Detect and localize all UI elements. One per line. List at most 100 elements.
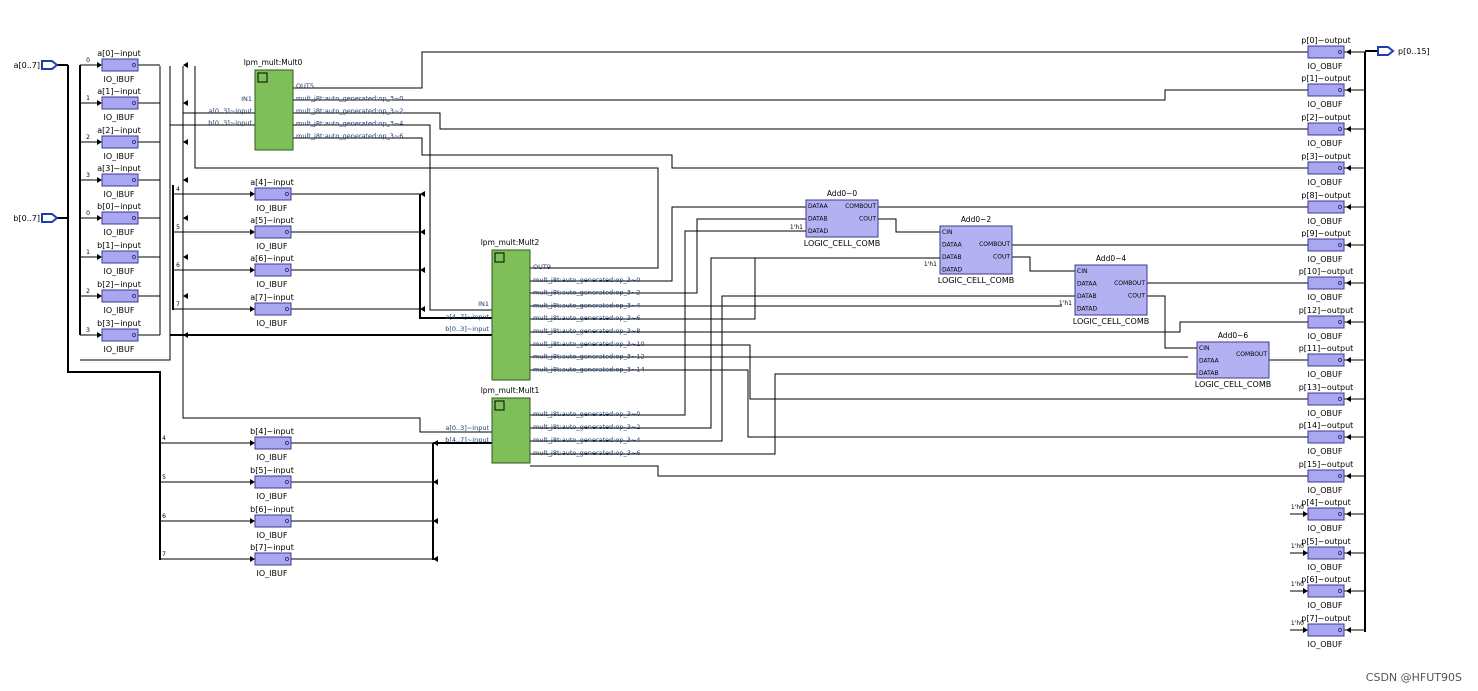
mult2-in-label: IN1 <box>478 300 489 308</box>
wire-arrow <box>97 139 102 145</box>
ibuf-left-7 <box>101 328 139 342</box>
ibuf-mid-b-3-out-pin <box>284 556 290 562</box>
obuf-4 <box>1307 200 1345 214</box>
obuf-7-out-pin <box>1337 319 1343 325</box>
mult0-grid-icon <box>257 72 268 83</box>
adder-0-type: LOGIC_CELL_COMB <box>804 239 880 248</box>
obuf-10-title: p[14]~output <box>1299 421 1354 430</box>
ibuf-mid-a-0-out-pin <box>284 191 290 197</box>
wire-arrow <box>1346 434 1351 440</box>
wire-arrow <box>420 306 425 312</box>
bus-bit-left-0: 0 <box>86 57 90 64</box>
const-zero-14: 1'h0 <box>1291 581 1304 588</box>
mult0-output-2: mult_j8t:auto_generated:op_3~2 <box>296 107 403 115</box>
adder-2-in-1: DATAA <box>1077 281 1098 288</box>
ibuf-mid-a-1-type: IO_IBUF <box>257 242 288 251</box>
adder-3-title: Add0~6 <box>1218 331 1249 340</box>
wire-arrow <box>433 556 438 562</box>
adder-2-out-0: COMBOUT <box>1114 280 1145 287</box>
port-a-input-label: a[0..7] <box>14 61 40 70</box>
ibuf-left-5-title: b[1]~input <box>97 241 141 250</box>
wire <box>293 124 492 311</box>
wire-arrow <box>97 215 102 221</box>
adder-3-in-1: DATAA <box>1199 358 1220 365</box>
adder-2-out-1: COUT <box>1128 293 1145 300</box>
adder-1-in-2: DATAB <box>942 254 962 261</box>
obuf-12-title: p[4]~output <box>1301 498 1351 507</box>
adder-1-title: Add0~2 <box>961 215 992 224</box>
ibuf-mid-b-2 <box>254 514 292 528</box>
wire <box>194 66 659 269</box>
obuf-8-out-pin <box>1337 357 1343 363</box>
ibuf-left-6-out-pin <box>131 293 137 299</box>
adder-0-in-0: DATAA <box>808 203 829 210</box>
obuf-1-title: p[1]~output <box>1301 74 1351 83</box>
obuf-11-out-pin <box>1337 473 1343 479</box>
ibuf-left-6 <box>101 289 139 303</box>
wire <box>293 89 1308 101</box>
wire-arrow <box>1303 588 1308 594</box>
ibuf-mid-a-3-type: IO_IBUF <box>257 319 288 328</box>
mult0-output-0: OUT5 <box>296 82 314 90</box>
ibuf-left-7-out-pin <box>131 332 137 338</box>
adder-2-type: LOGIC_CELL_COMB <box>1073 317 1149 326</box>
wire-arrow <box>433 518 438 524</box>
mult0-input-0: a[0..3]~input <box>208 107 252 115</box>
wire-arrow <box>183 177 188 183</box>
wire-arrow <box>1346 319 1351 325</box>
ibuf-mid-b-3-type: IO_IBUF <box>257 569 288 578</box>
ibuf-mid-a-2-title: a[6]~input <box>250 254 294 263</box>
obuf-6 <box>1307 276 1345 290</box>
wire <box>530 465 1308 477</box>
mult0-output-4: mult_j8t:auto_generated:op_3~6 <box>296 132 403 140</box>
wire <box>80 66 171 361</box>
wire <box>530 206 806 282</box>
obuf-0-type: IO_OBUF <box>1308 62 1343 71</box>
wire-arrow <box>1346 627 1351 633</box>
wire-layer <box>57 49 1378 633</box>
ibuf-mid-b-1 <box>254 475 292 489</box>
ibuf-mid-a-3-out-pin <box>284 306 290 312</box>
obuf-6-title: p[10]~output <box>1299 267 1354 276</box>
ibuf-left-1-title: a[1]~input <box>97 87 141 96</box>
bus-bit-left-5: 1 <box>86 249 90 256</box>
wire-arrow <box>1346 49 1351 55</box>
bus-bit-left-4: 0 <box>86 210 90 217</box>
port-p-output-label: p[0..15] <box>1398 47 1430 56</box>
wire-arrow <box>97 254 102 260</box>
obuf-14 <box>1307 584 1345 598</box>
obuf-2 <box>1307 122 1345 136</box>
adder-1-in-1: DATAA <box>942 242 963 249</box>
obuf-12-out-pin <box>1337 511 1343 517</box>
mult1-block <box>491 397 531 464</box>
wire <box>530 218 806 294</box>
obuf-7-type: IO_OBUF <box>1308 332 1343 341</box>
ibuf-left-0-type: IO_IBUF <box>104 75 135 84</box>
obuf-14-title: p[6]~output <box>1301 575 1351 584</box>
wire-arrow <box>250 440 255 446</box>
wire-arrow <box>183 293 188 299</box>
const-one-2: 1'h1 <box>1059 300 1072 307</box>
wire <box>878 218 940 233</box>
wire <box>293 112 1308 130</box>
wire-arrow <box>1346 550 1351 556</box>
ibuf-left-0 <box>101 58 139 72</box>
wire-arrow <box>1346 511 1351 517</box>
ibuf-left-0-out-pin <box>131 62 137 68</box>
obuf-15 <box>1307 623 1345 637</box>
wire <box>530 369 1308 438</box>
obuf-9 <box>1307 392 1345 406</box>
adder-3-in-2: DATAB <box>1199 370 1219 377</box>
ibuf-left-4-title: b[0]~input <box>97 202 141 211</box>
wire-arrow <box>97 293 102 299</box>
obuf-8-title: p[11]~output <box>1299 344 1354 353</box>
mult2-output-2: mult_j8t:auto_generated:op_3~2 <box>533 289 640 297</box>
obuf-4-type: IO_OBUF <box>1308 217 1343 226</box>
mult2-output-0: OUT9 <box>533 263 551 271</box>
wire-arrow <box>1303 511 1308 517</box>
obuf-4-title: p[8]~output <box>1301 191 1351 200</box>
obuf-4-out-pin <box>1337 204 1343 210</box>
port-b-input-label: b[0..7] <box>13 214 40 223</box>
obuf-10-type: IO_OBUF <box>1308 447 1343 456</box>
adder-2-title: Add0~4 <box>1096 254 1127 263</box>
